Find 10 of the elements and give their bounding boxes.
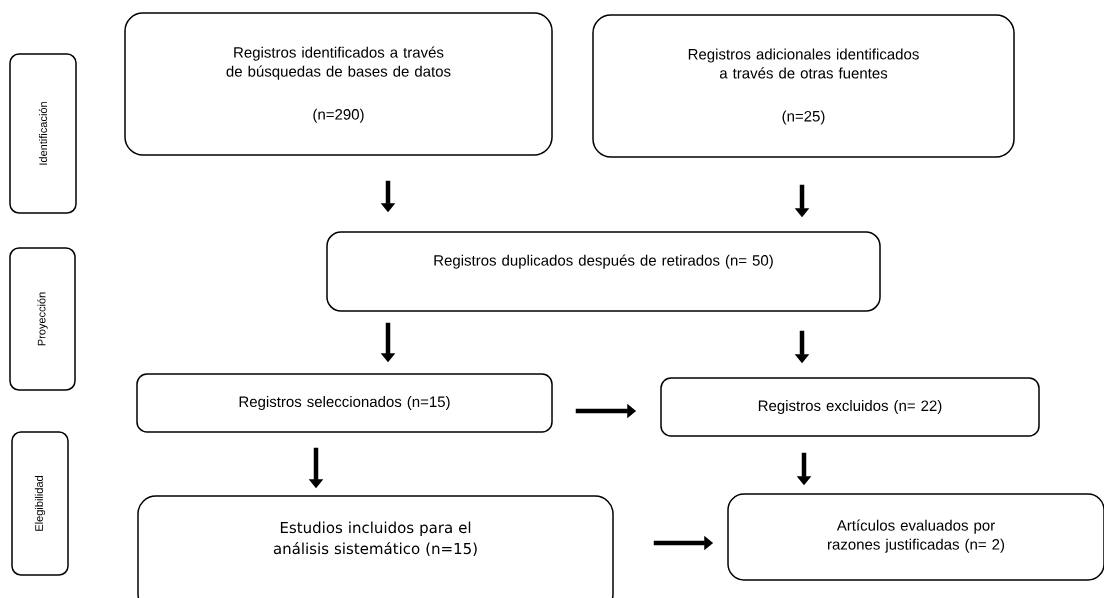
process-box: Registros adicionales identificados a través de otras fuentes (n=25) [592, 14, 1015, 158]
process-box: Artículos evaluados por razones justificadas (n= 2) [727, 493, 1104, 581]
process-box: Registros duplicados después de retirados (n= 50) [326, 231, 881, 312]
stage-box: Elegibilidad [11, 431, 69, 576]
stage-box: Proyección [9, 247, 76, 391]
process-box: Registros identificados a través de búsquedas de bases de datos (n=290) [124, 12, 553, 156]
process-box: Registros excluidos (n= 22) [660, 377, 1040, 437]
stage-box: Identificación [9, 53, 77, 214]
process-box: Registros seleccionados (n=15) [136, 373, 553, 433]
process-box: Estudios incluidos para el análisis sistemático (n=15) [137, 495, 614, 598]
